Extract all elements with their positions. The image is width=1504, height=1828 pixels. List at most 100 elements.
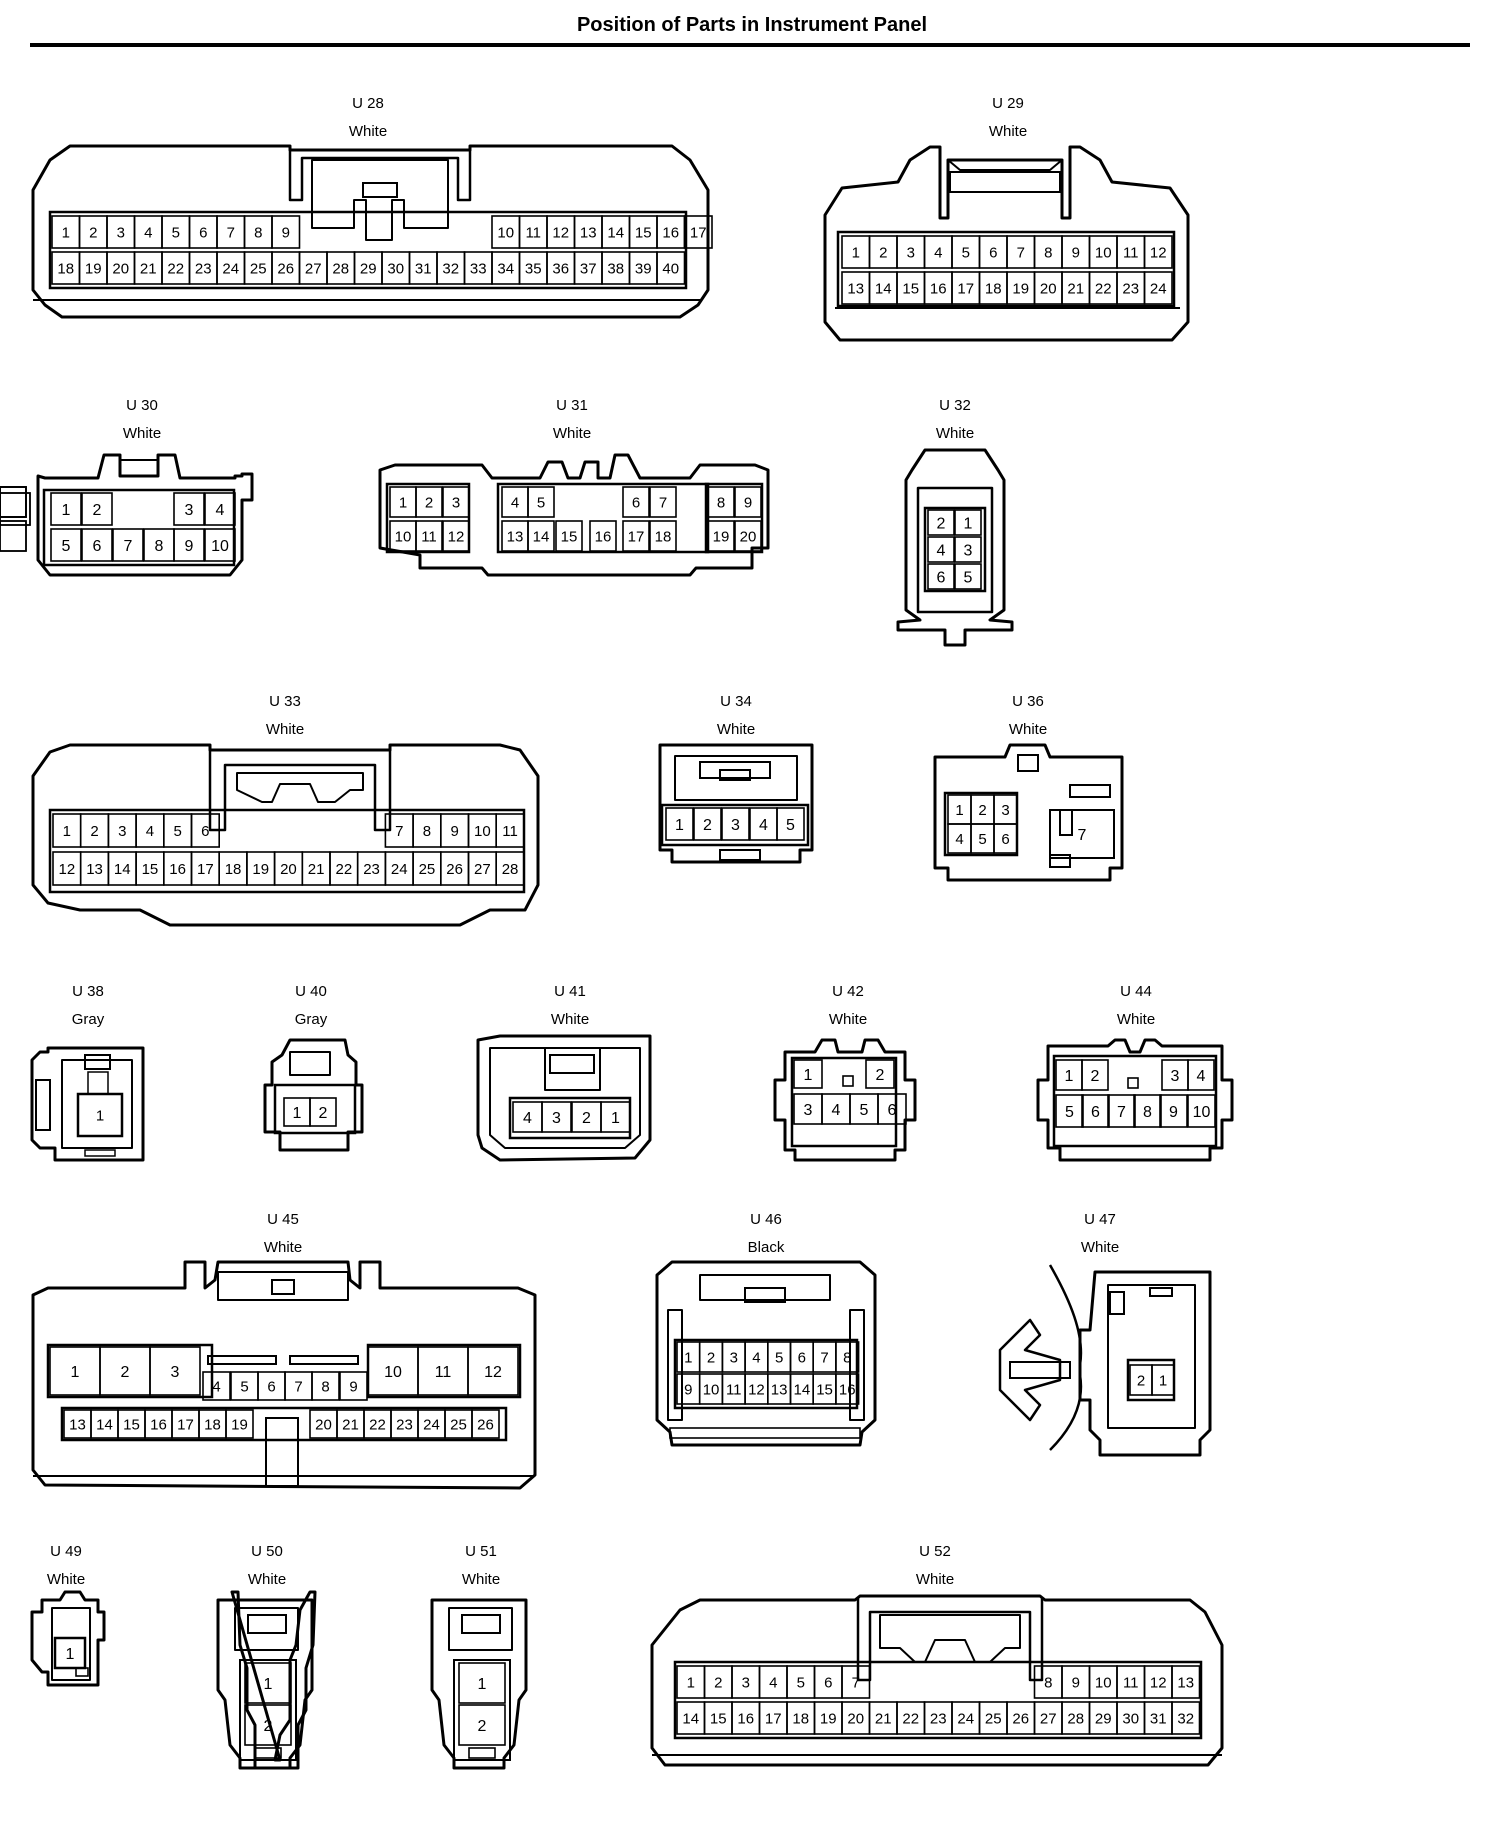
pin-number: 4 xyxy=(216,502,225,519)
pin-cell xyxy=(202,1371,231,1401)
pin-cell xyxy=(1055,1094,1084,1128)
pin-number: 17 xyxy=(690,224,707,241)
pin-cell xyxy=(442,486,470,518)
pin-number: 9 xyxy=(1169,1104,1178,1121)
connector-color: White xyxy=(936,425,974,442)
pin-number: 32 xyxy=(1177,1710,1194,1727)
pin-number: 4 xyxy=(523,1110,532,1127)
pin-cell xyxy=(244,1662,292,1704)
connector-color: White xyxy=(553,425,591,442)
pin-number: 1 xyxy=(852,244,860,261)
pin-number: 15 xyxy=(142,861,159,878)
connector-color: White xyxy=(717,721,755,738)
pin-number: 31 xyxy=(415,260,432,277)
pin-number: 1 xyxy=(399,494,407,511)
pin-number: 9 xyxy=(744,494,752,511)
pin-cell xyxy=(471,1409,500,1439)
connector-u38: 1 xyxy=(30,1046,145,1162)
pin-number: 15 xyxy=(123,1416,140,1433)
connector-u49: 1 xyxy=(30,1590,106,1687)
pin-number: 3 xyxy=(731,817,740,834)
connector-code: U 52 xyxy=(919,1543,951,1560)
pin-number: 4 xyxy=(955,831,963,848)
pin-number: 3 xyxy=(730,1349,738,1366)
pin-number: 23 xyxy=(1122,280,1139,297)
pin-number: 8 xyxy=(254,224,262,241)
pin-cell xyxy=(1107,1094,1136,1128)
pin-cell xyxy=(555,520,583,552)
pin-number: 2 xyxy=(319,1105,328,1122)
pin-cell xyxy=(1133,1094,1162,1128)
connector-color: White xyxy=(989,123,1027,140)
pin-cell xyxy=(467,1346,519,1396)
pin-cell xyxy=(0,486,27,518)
connector-code: U 44 xyxy=(1120,983,1152,1000)
page-title: Position of Parts in Instrument Panel xyxy=(576,14,928,36)
connector-code: U 29 xyxy=(992,95,1024,112)
pin-number: 2 xyxy=(703,817,712,834)
pin-number: 13 xyxy=(507,528,524,545)
pin-number: 30 xyxy=(1122,1710,1139,1727)
pin-number: 22 xyxy=(369,1416,386,1433)
connector-code: U 40 xyxy=(295,983,327,1000)
pin-number: 2 xyxy=(714,1674,722,1691)
pin-number: 33 xyxy=(470,260,487,277)
pin-number: 36 xyxy=(552,260,569,277)
pin-number: 6 xyxy=(989,244,997,261)
pin-number: 1 xyxy=(264,1676,273,1693)
pin-number: 15 xyxy=(635,224,652,241)
pin-number: 9 xyxy=(185,538,194,555)
pin-cell xyxy=(190,813,221,848)
pin-number: 14 xyxy=(607,224,624,241)
pin-number: 2 xyxy=(879,244,887,261)
connector-color: White xyxy=(462,1571,500,1588)
pin-number: 28 xyxy=(502,861,519,878)
pin-number: 12 xyxy=(448,528,465,545)
pin-cell xyxy=(0,520,27,552)
pin-cell xyxy=(0,486,27,518)
pin-number: 14 xyxy=(533,528,550,545)
pin-number: 5 xyxy=(775,1349,783,1366)
pin-number: 8 xyxy=(1044,244,1052,261)
pin-number: 26 xyxy=(1012,1710,1029,1727)
connector-code: U 38 xyxy=(72,983,104,1000)
connector-code: U 28 xyxy=(352,95,384,112)
pin-number: 1 xyxy=(955,802,963,819)
pin-number: 3 xyxy=(118,823,126,840)
pin-number: 21 xyxy=(308,861,325,878)
pin-number: 38 xyxy=(607,260,624,277)
pin-number: 1 xyxy=(687,1674,695,1691)
pin-cell xyxy=(707,520,735,552)
pin-number: 15 xyxy=(561,528,578,545)
pin-number: 32 xyxy=(442,260,459,277)
pin-number: 4 xyxy=(752,1349,760,1366)
pin-number: 2 xyxy=(121,1364,130,1381)
pin-number: 3 xyxy=(1001,802,1009,819)
connector-color: Gray xyxy=(295,1011,328,1028)
pin-number: 20 xyxy=(112,260,129,277)
pin-number: 7 xyxy=(294,1378,302,1395)
pin-number: 6 xyxy=(93,538,102,555)
pin-number: 9 xyxy=(1072,1674,1080,1691)
pin-number: 15 xyxy=(902,280,919,297)
pin-cell xyxy=(0,492,31,526)
pin-number: 6 xyxy=(1001,831,1009,848)
connector-code: U 41 xyxy=(554,983,586,1000)
pin-number: 19 xyxy=(85,260,102,277)
pin-number: 24 xyxy=(222,260,239,277)
pin-number: 4 xyxy=(212,1378,220,1395)
pin-number: 8 xyxy=(1044,1674,1052,1691)
pin-number: 12 xyxy=(552,224,569,241)
pin-cell xyxy=(927,563,955,590)
connector-code: U 33 xyxy=(269,693,301,710)
pin-number: 2 xyxy=(89,224,97,241)
pin-number: 12 xyxy=(1150,244,1167,261)
